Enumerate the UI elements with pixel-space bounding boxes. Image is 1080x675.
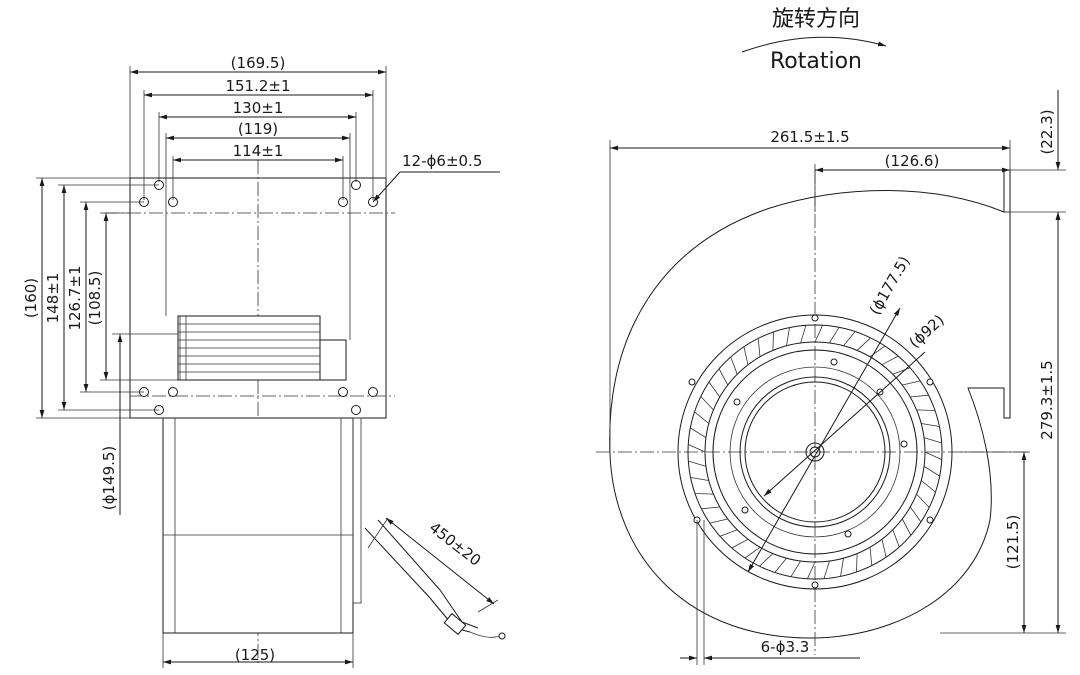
impeller-blade [688,460,707,467]
dim-149-5: (ϕ149.5) [100,446,118,511]
impeller-blade [694,411,709,424]
dim-114: 114±1 [233,142,284,160]
dim-130: 130±1 [233,99,284,117]
dim-151-2: 151.2±1 [225,77,290,95]
dim-108-5: (108.5) [86,271,104,326]
impeller-blade [923,437,942,444]
front-view: 旋转方向 Rotation [596,7,1066,665]
dim-126-6: (126.6) [885,152,940,170]
housing-body [162,417,354,634]
dim-125: (125) [235,646,275,664]
dim-148: 148±1 [44,273,62,324]
flange-bolt-holes [139,180,378,415]
impeller-blade [694,493,714,495]
impeller-blade [709,518,728,524]
dim-160: (160) [22,278,40,318]
impeller-blade [909,506,922,523]
dim-line-450 [385,517,495,605]
dim-line-177-5 [747,307,901,573]
dim-279-3: 279.3±1.5 [1038,360,1056,439]
impeller-blade [902,380,921,386]
impeller-blade [924,451,942,460]
motor [177,315,347,381]
dim-22-3: (22.3) [1038,109,1056,154]
impeller-blade [708,381,721,398]
dim-line-92 [763,351,926,497]
impeller-blade [921,480,936,493]
dim-holes-12: 12-ϕ6±0.5 [402,152,482,170]
impeller-blade [730,356,738,375]
impeller-blade [923,466,940,477]
impeller-blade [719,529,738,537]
impeller-blade [743,346,749,365]
impeller-blade [701,506,720,510]
rotation-label-en: Rotation [770,49,862,74]
impeller-blade [700,396,714,411]
impeller-blade [690,477,709,481]
dim-126-7: 126.7±1 [66,265,84,330]
impeller-blade [901,518,912,536]
dim-119: (119) [238,120,278,138]
impeller-blade [731,538,749,549]
impeller-blade [688,444,706,453]
dim-261-5: 261.5±1.5 [770,128,849,146]
rotation-label-cn: 旋转方向 [772,7,860,32]
dim-450: 450±20 [426,518,485,569]
dim-holes-6: 6-ϕ3.3 [761,638,810,656]
dim-169-5: (169.5) [231,54,286,72]
scroll-housing [609,169,1011,639]
impeller-blade [921,423,940,427]
impeller-blade [916,409,936,411]
impeller-blade [690,427,707,438]
rotation-arrow [741,36,887,53]
dim-121-5: (121.5) [1004,515,1022,570]
side-view: (169.5) 151.2±1 130±1 (119) 114±1 12-ϕ6±… [22,54,506,668]
impeller-blade [718,368,729,386]
impeller-blade [910,394,929,398]
impeller-blade [916,493,930,508]
